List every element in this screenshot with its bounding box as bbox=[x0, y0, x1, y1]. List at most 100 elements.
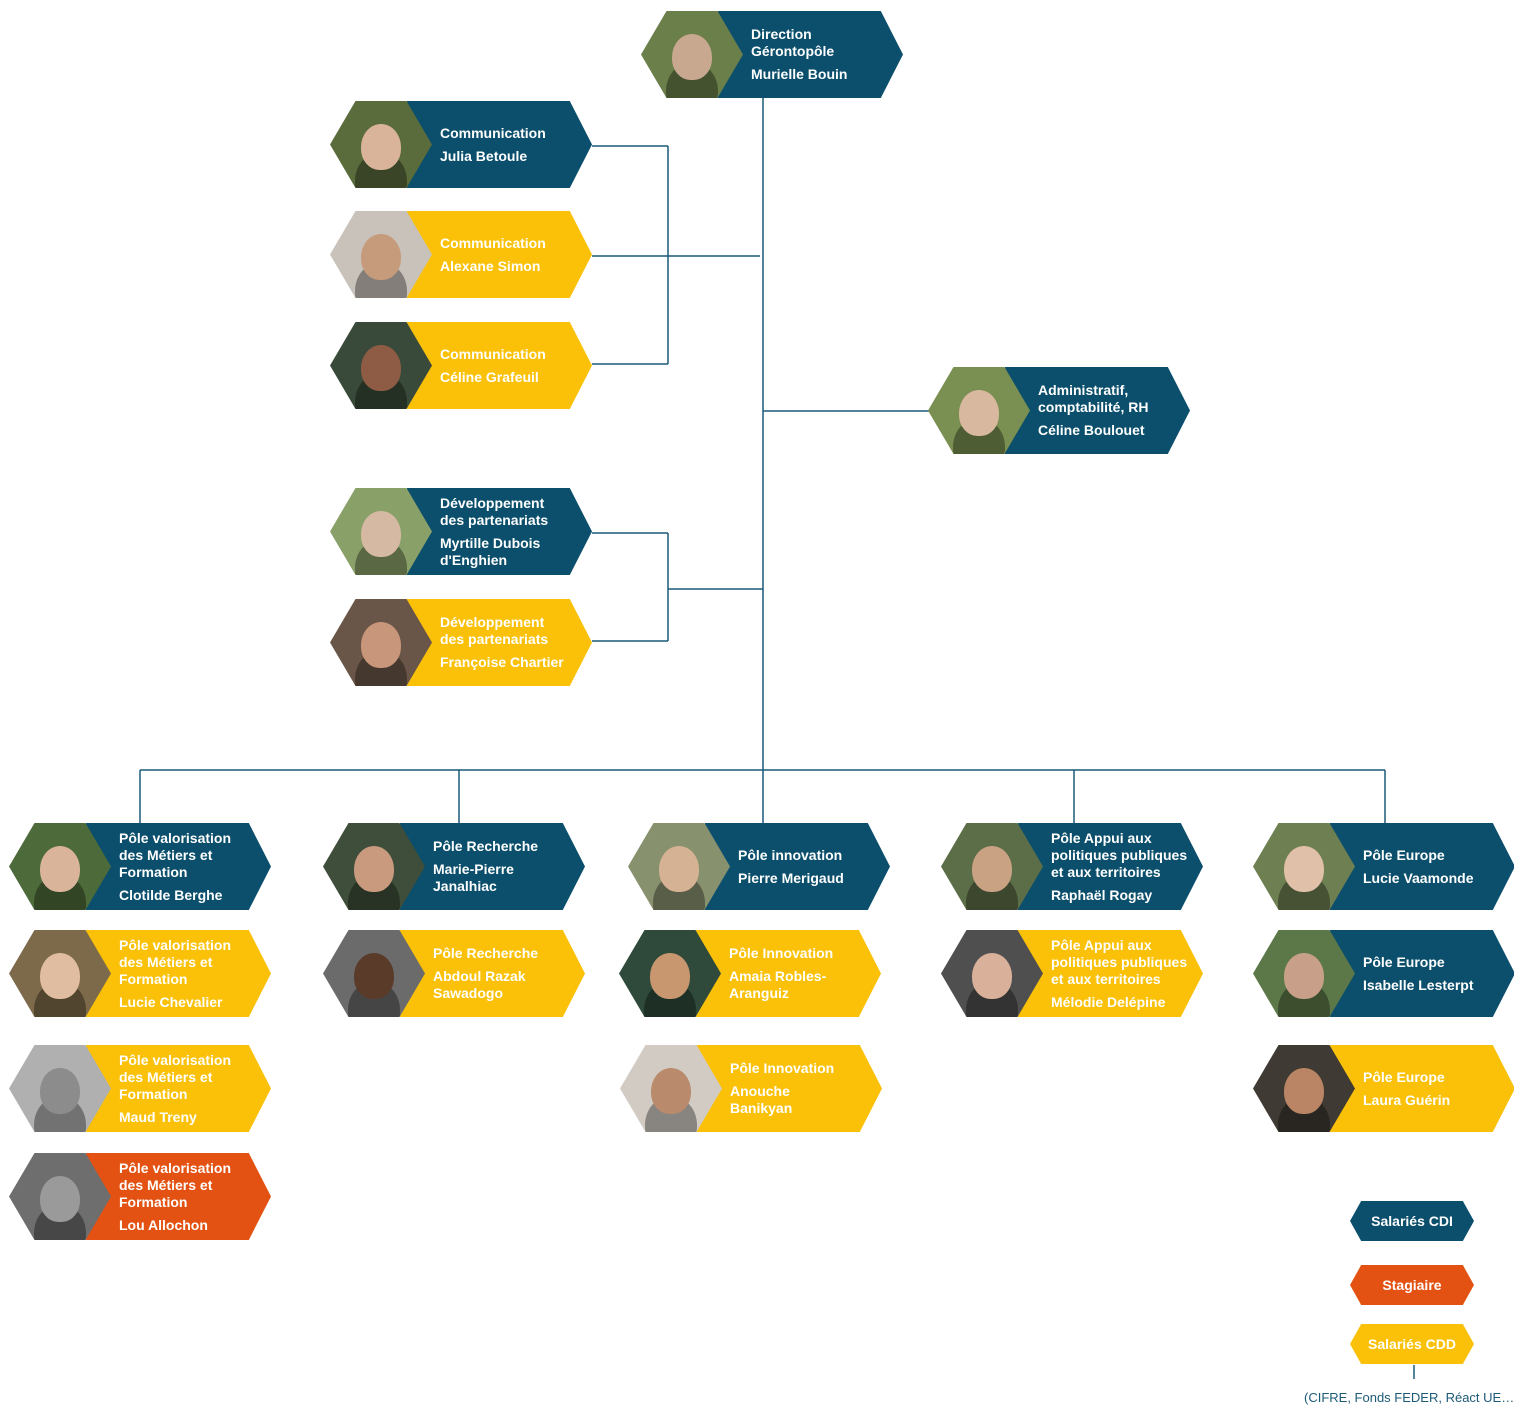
card-plate bbox=[1018, 823, 1203, 910]
card-plate bbox=[400, 823, 585, 910]
face-shape bbox=[659, 845, 699, 892]
card-text: Pôle valorisation des Métiers et Formati… bbox=[119, 930, 259, 1017]
person-photo-icon bbox=[941, 823, 1043, 910]
card-person-name: Raphaël Rogay bbox=[1051, 886, 1153, 903]
person-photo-icon bbox=[941, 930, 1043, 1017]
person-photo-icon bbox=[1253, 1045, 1355, 1132]
card-person-name: Alexane Simon bbox=[440, 257, 541, 274]
card-role: Pôle valorisation des Métiers et Formati… bbox=[119, 936, 232, 987]
card-person-name: Lucie Vaamonde bbox=[1363, 869, 1474, 886]
card-role: Direction Gérontopôle bbox=[751, 26, 835, 59]
card-person-name: Murielle Bouin bbox=[751, 66, 848, 82]
card-role: Développement des partenariats bbox=[440, 614, 549, 647]
person-photo-icon bbox=[323, 930, 425, 1017]
face-shape bbox=[1284, 952, 1324, 999]
card-plate bbox=[718, 11, 903, 98]
card-person-name: Amaia Robles- Aranguiz bbox=[729, 968, 827, 1001]
card-text: Pôle valorisation des Métiers et Formati… bbox=[119, 1153, 259, 1240]
card-plate bbox=[1018, 930, 1203, 1017]
legend-cdd-note: (CIFRE, Fonds FEDER, Réact UE…) bbox=[1304, 1390, 1514, 1405]
person-card-metiers4: Pôle valorisation des Métiers et Formati… bbox=[9, 1153, 271, 1240]
card-plate bbox=[1330, 823, 1514, 910]
face-shape bbox=[40, 1175, 80, 1222]
card-person-name: Clotilde Berghe bbox=[119, 886, 223, 903]
card-role: Pôle Appui aux politiques publiques et a… bbox=[1051, 829, 1188, 880]
card-role: Communication bbox=[440, 124, 546, 141]
card-role: Pôle Innovation bbox=[730, 1060, 835, 1076]
card-person-name: Céline Boulouet bbox=[1038, 422, 1145, 438]
person-photo-icon bbox=[641, 11, 743, 98]
card-role: Pôle innovation bbox=[738, 846, 843, 863]
face-shape bbox=[40, 845, 80, 892]
card-text: Pôle Appui aux politiques publiques et a… bbox=[1051, 823, 1191, 910]
card-text: Pôle valorisation des Métiers et Formati… bbox=[119, 1045, 259, 1132]
face-shape bbox=[959, 389, 999, 436]
person-photo-icon bbox=[628, 823, 730, 910]
face-shape bbox=[1284, 845, 1324, 892]
face-shape bbox=[651, 1067, 691, 1114]
person-photo-icon bbox=[330, 322, 432, 409]
card-role: Pôle Europe bbox=[1363, 1068, 1445, 1085]
person-photo-icon bbox=[9, 823, 111, 910]
card-role: Communication bbox=[440, 234, 546, 251]
card-text: Pôle valorisation des Métiers et Formati… bbox=[119, 823, 259, 910]
card-text: Pôle Appui aux politiques publiques et a… bbox=[1051, 930, 1191, 1017]
card-person-name: Anouche Banikyan bbox=[730, 1083, 793, 1116]
card-plate bbox=[705, 823, 890, 910]
person-card-appui1: Pôle Appui aux politiques publiques et a… bbox=[941, 823, 1203, 910]
card-person-name: Pierre Merigaud bbox=[738, 869, 844, 886]
card-plate bbox=[407, 211, 592, 298]
legend-stagiaire: Stagiaire bbox=[1350, 1265, 1474, 1305]
person-photo-icon bbox=[619, 930, 721, 1017]
person-photo-icon bbox=[323, 823, 425, 910]
person-photo-icon bbox=[330, 211, 432, 298]
card-person-name: Mélodie Delépine bbox=[1051, 993, 1166, 1010]
person-photo-icon bbox=[928, 367, 1030, 454]
card-plate bbox=[1005, 367, 1190, 454]
card-role: Pôle Recherche bbox=[433, 945, 539, 961]
face-shape bbox=[354, 845, 394, 892]
card-plate bbox=[1330, 930, 1514, 1017]
person-photo-icon bbox=[620, 1045, 722, 1132]
legend-cdd: Salariés CDD bbox=[1350, 1324, 1474, 1364]
card-role: Pôle Europe bbox=[1363, 953, 1445, 970]
card-role: Communication bbox=[440, 345, 546, 362]
person-photo-icon bbox=[9, 1153, 111, 1240]
card-plate bbox=[696, 930, 881, 1017]
person-photo-icon bbox=[330, 599, 432, 686]
person-card-metiers3: Pôle valorisation des Métiers et Formati… bbox=[9, 1045, 271, 1132]
person-card-metiers2: Pôle valorisation des Métiers et Formati… bbox=[9, 930, 271, 1017]
card-plate bbox=[407, 488, 592, 575]
card-person-name: Lucie Chevalier bbox=[119, 993, 223, 1010]
card-role: Pôle Europe bbox=[1363, 846, 1445, 863]
card-person-name: Isabelle Lesterpt bbox=[1363, 976, 1474, 993]
card-person-name: Françoise Chartier bbox=[440, 654, 564, 670]
card-plate bbox=[407, 101, 592, 188]
card-person-name: Laura Guérin bbox=[1363, 1091, 1451, 1108]
face-shape bbox=[972, 845, 1012, 892]
card-person-name: Marie-Pierre Janalhiac bbox=[433, 861, 514, 894]
card-role: Pôle Appui aux politiques publiques et a… bbox=[1051, 936, 1188, 987]
legend-cdi-label: Salariés CDI bbox=[1371, 1213, 1453, 1229]
legend-cdi: Salariés CDI bbox=[1350, 1201, 1474, 1241]
